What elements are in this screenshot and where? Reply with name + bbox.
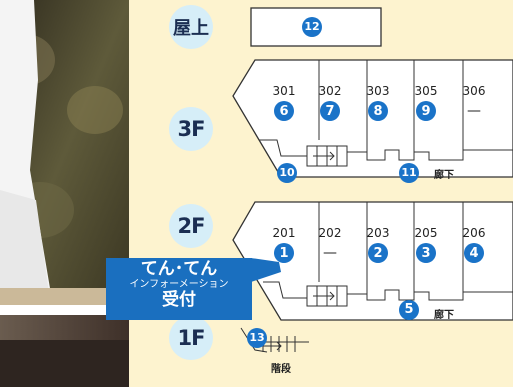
marker-rooftop: 12 — [302, 15, 322, 37]
number-marker: 5 — [399, 299, 419, 320]
floor-label-3f: 3F — [177, 117, 206, 141]
info-pointer — [251, 258, 281, 282]
room-marker: 4 — [456, 243, 492, 263]
floor-badge-rooftop: 屋上 — [169, 5, 213, 49]
room-marker: 8 — [360, 101, 396, 121]
room-number: 302 — [318, 84, 342, 98]
room-marker: 6 — [266, 101, 302, 121]
no-marker-dash: — — [467, 103, 481, 119]
info-desk-line1: てん･てん — [140, 259, 218, 279]
room-marker: 2 — [360, 243, 396, 263]
room-marker: 1 — [266, 243, 302, 263]
number-marker: 2 — [368, 243, 388, 263]
number-marker: 3 — [416, 243, 436, 263]
marker-stairs-1f: 13 — [247, 326, 267, 348]
photo-strip — [0, 0, 129, 387]
floor-label-rooftop: 屋上 — [173, 18, 209, 39]
floor-badge-2f: 2F — [169, 204, 213, 248]
stairs-label-1f: 階段 — [271, 364, 291, 375]
room-number: 301 — [272, 84, 296, 98]
number-marker: 11 — [399, 162, 419, 183]
number-marker: 8 — [368, 101, 388, 121]
room-number: 205 — [414, 226, 438, 240]
room-number: 203 — [366, 226, 390, 240]
floor-label-2f: 2F — [177, 214, 206, 238]
room-marker: — — [312, 243, 348, 263]
number-marker: 9 — [416, 101, 436, 121]
info-desk-line2: インフォーメーション — [129, 279, 229, 290]
room-marker: 9 — [408, 101, 444, 121]
no-marker-dash: — — [323, 245, 337, 261]
corridor-label-2f: 廊下 — [434, 310, 454, 321]
room-number: 303 — [366, 84, 390, 98]
info-desk-line3: 受付 — [162, 290, 196, 310]
room-306: 306 — — [456, 84, 492, 121]
room-number: 201 — [272, 226, 296, 240]
info-desk-sign: てん･てん インフォーメーション 受付 — [106, 258, 252, 320]
floor-badge-1f: 1F — [169, 316, 213, 360]
number-marker: 4 — [464, 243, 484, 263]
corridor-label-3f: 廊下 — [434, 170, 454, 181]
number-marker: 6 — [274, 101, 294, 121]
marker-stairs-3f: 10 — [277, 161, 297, 183]
number-marker: 12 — [302, 16, 322, 37]
room-marker: 3 — [408, 243, 444, 263]
photo-collage — [0, 0, 129, 387]
room-number: 206 — [462, 226, 486, 240]
room-202: 202 — — [312, 226, 348, 263]
floor-badge-3f: 3F — [169, 107, 213, 151]
number-marker: 7 — [320, 101, 340, 121]
room-number: 306 — [462, 84, 486, 98]
stairs-2f — [306, 285, 348, 307]
number-marker: 1 — [274, 243, 294, 263]
floor-label-1f: 1F — [177, 326, 206, 350]
marker-corridor-3f: 11 — [399, 161, 419, 183]
room-number: 305 — [414, 84, 438, 98]
stairs-3f — [306, 145, 348, 167]
room-marker: 7 — [312, 101, 348, 121]
marker-corridor-2f: 5 — [399, 298, 419, 320]
number-marker: 13 — [247, 327, 267, 348]
room-marker: — — [456, 101, 492, 121]
number-marker: 10 — [277, 162, 297, 183]
room-number: 202 — [318, 226, 342, 240]
